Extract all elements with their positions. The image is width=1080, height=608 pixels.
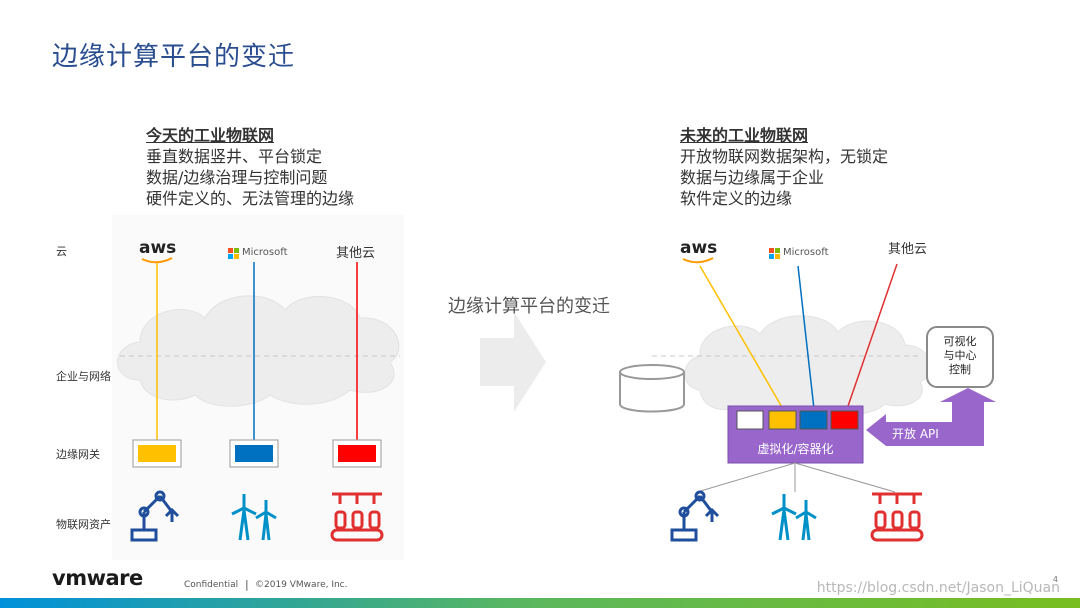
visual-control-box (926, 326, 994, 388)
right-line-3: 软件定义的边缘 (680, 189, 793, 208)
right-enterprise-cloud (684, 315, 932, 418)
right-line-red (846, 263, 898, 410)
aws-smile-icon (682, 257, 714, 264)
vbox-slot-yellow (768, 410, 797, 430)
factory-line-icon (330, 492, 384, 542)
transition-arrow (480, 312, 546, 412)
left-line-3: 硬件定义的、无法管理的边缘 (146, 189, 355, 208)
left-aws-label: aws (139, 238, 177, 258)
factory-line-icon (870, 492, 924, 542)
page-number: 4 (1052, 575, 1058, 584)
bottom-color-bar (0, 598, 1080, 608)
vbox-slot-white (736, 410, 764, 430)
robot-arm-icon (130, 490, 180, 542)
footer-separator: | (245, 578, 249, 591)
row-label-enterprise: 企业与网络 (56, 370, 111, 383)
virtualization-label: 虚拟化/容器化 (757, 442, 834, 456)
microsoft-logo-icon (769, 248, 780, 259)
database-icon (619, 364, 685, 413)
left-line-2: 数据/边缘治理与控制问题 (146, 168, 328, 187)
wind-turbine-icon (231, 494, 277, 541)
visual-control-line-1: 可视化 (943, 335, 977, 348)
open-api-label: 开放 API (892, 427, 939, 441)
vbox-slot-blue (799, 410, 828, 430)
left-gateway-yellow (138, 445, 176, 462)
right-line-yellow (699, 265, 784, 410)
row-label-assets: 物联网资产 (56, 518, 111, 531)
right-asset-link-3 (794, 462, 896, 493)
open-api-arrow (866, 388, 996, 446)
watermark-url: https://blog.csdn.net/Jason_LiQuan (816, 580, 1060, 596)
left-text-block: 今天的工业物联网 垂直数据竖井、平台锁定 数据/边缘治理与控制问题 硬件定义的、… (146, 122, 354, 209)
robot-arm-icon (670, 490, 720, 542)
footer-confidential: Confidential (184, 580, 239, 590)
footer-copyright: ©2019 VMware, Inc. (255, 580, 348, 590)
left-enterprise-cloud (117, 295, 400, 407)
left-gateway-red (338, 445, 376, 462)
left-line-1: 垂直数据竖井、平台锁定 (146, 147, 323, 166)
right-aws-label: aws (680, 238, 718, 258)
left-other-cloud-label: 其他云 (336, 246, 376, 261)
right-microsoft-label: Microsoft (783, 247, 829, 258)
left-microsoft-label: Microsoft (242, 247, 288, 258)
row-label-gateway: 边缘网关 (56, 448, 100, 461)
visual-control-line-2: 与中心 (943, 349, 977, 362)
visual-control-text: 可视化 与中心 控制 (927, 335, 993, 377)
row-label-cloud: 云 (56, 245, 67, 258)
transition-label: 边缘计算平台的变迁 (448, 296, 610, 317)
left-gateway-blue (235, 445, 273, 462)
vmware-logo: vmware (52, 566, 143, 590)
right-other-cloud-label: 其他云 (888, 242, 928, 257)
right-line-blue (797, 265, 815, 410)
wind-turbine-icon (771, 494, 817, 541)
right-text-block: 未来的工业物联网 开放物联网数据架构，无锁定 数据与边缘属于企业 软件定义的边缘 (680, 122, 888, 209)
left-heading: 今天的工业物联网 (146, 126, 275, 145)
right-heading: 未来的工业物联网 (680, 126, 809, 145)
microsoft-logo-icon (228, 248, 239, 259)
vbox-slot-red (830, 410, 859, 430)
aws-smile-icon (141, 257, 173, 264)
slide-title: 边缘计算平台的变迁 (52, 42, 296, 72)
right-asset-link-1 (696, 462, 796, 493)
visual-control-line-3: 控制 (949, 363, 971, 376)
right-line-1: 开放物联网数据架构，无锁定 (680, 147, 889, 166)
right-line-2: 数据与边缘属于企业 (680, 168, 825, 187)
